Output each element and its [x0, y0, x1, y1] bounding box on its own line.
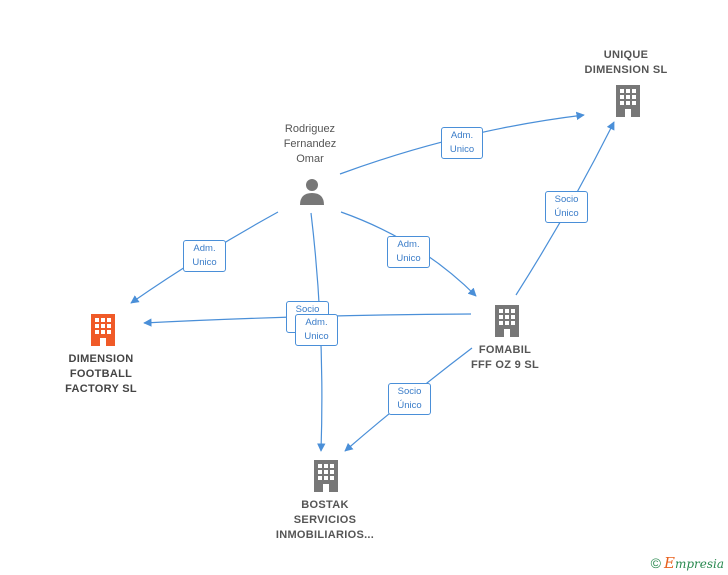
edge-label-person-bostak: Adm. Unico — [295, 314, 338, 346]
node-label-person[interactable]: Rodriguez Fernandez Omar — [283, 123, 337, 165]
edge-label-person-unique: Adm. Unico — [441, 127, 483, 159]
brand-footer[interactable]: ©Empresia — [651, 554, 724, 572]
edge-label-fomabil-unique: Socio Único — [545, 191, 588, 223]
node-label-fomabil[interactable]: FOMABIL FFF OZ 9 SL — [470, 344, 540, 371]
node-label-dimension[interactable]: DIMENSION FOOTBALL FACTORY SL — [65, 353, 137, 395]
building-icon[interactable] — [310, 458, 342, 494]
building-icon-highlight[interactable] — [87, 312, 119, 348]
person-icon[interactable] — [297, 176, 327, 206]
building-icon[interactable] — [491, 303, 523, 339]
node-label-bostak[interactable]: BOSTAK SERVICIOS INMOBILIARIOS... — [275, 499, 375, 541]
brand-initial: E — [663, 554, 675, 572]
edge-label-fomabil-bostak: Socio Único — [388, 383, 431, 415]
edge-label-person-fomabil: Adm. Unico — [387, 236, 430, 268]
copyright-icon: © — [650, 555, 661, 571]
node-label-unique[interactable]: UNIQUE DIMENSION SL — [584, 49, 668, 76]
building-icon[interactable] — [612, 83, 644, 119]
brand-name: mpresia — [674, 557, 724, 571]
edge-label-person-dimension: Adm. Unico — [183, 240, 226, 272]
